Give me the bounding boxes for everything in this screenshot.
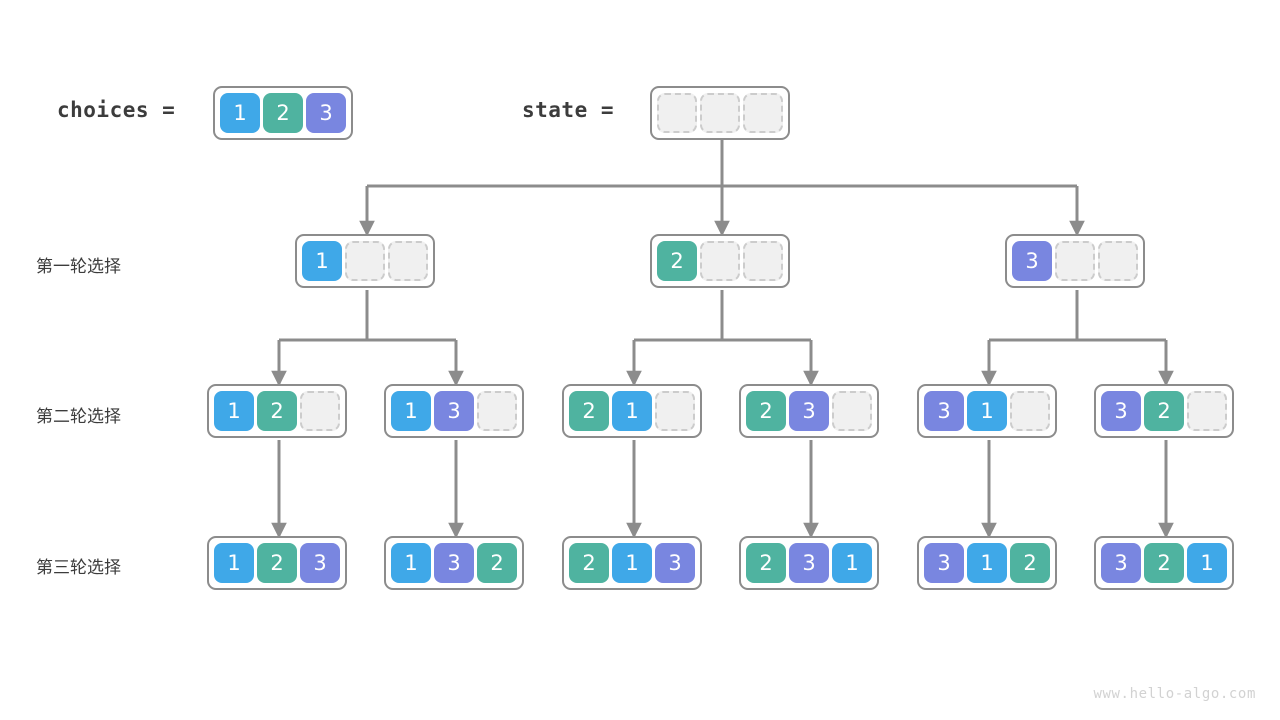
level3-node1-cell-3: 3 xyxy=(300,543,340,583)
level2-node3-cell-1: 2 xyxy=(569,391,609,431)
choices-label: choices = xyxy=(57,98,176,122)
level2-node4-cell-2: 3 xyxy=(789,391,829,431)
level3-node5-cell-1: 3 xyxy=(924,543,964,583)
level2-node2-cell-2: 3 xyxy=(434,391,474,431)
level1-node-3: 3 xyxy=(1005,234,1145,288)
level2-node3-cell-3 xyxy=(655,391,695,431)
level2-node6-cell-3 xyxy=(1187,391,1227,431)
level1-node2-cell-3 xyxy=(743,241,783,281)
level1-node1-cell-3 xyxy=(388,241,428,281)
state-cell-3 xyxy=(743,93,783,133)
level2-node5-cell-3 xyxy=(1010,391,1050,431)
level3-node6-cell-3: 1 xyxy=(1187,543,1227,583)
state-label: state = xyxy=(522,98,615,122)
level3-node2-cell-3: 2 xyxy=(477,543,517,583)
level3-node3-cell-2: 1 xyxy=(612,543,652,583)
watermark: www.hello-algo.com xyxy=(1093,686,1256,702)
level2-node1-cell-3 xyxy=(300,391,340,431)
choices-cell-1: 1 xyxy=(220,93,260,133)
level1-node2-cell-2 xyxy=(700,241,740,281)
level2-node6-cell-1: 3 xyxy=(1101,391,1141,431)
level2-node3-cell-2: 1 xyxy=(612,391,652,431)
level1-node-2: 2 xyxy=(650,234,790,288)
level2-node5-cell-1: 3 xyxy=(924,391,964,431)
level1-node3-cell-3 xyxy=(1098,241,1138,281)
level3-node4-cell-2: 3 xyxy=(789,543,829,583)
choices-cell-2: 2 xyxy=(263,93,303,133)
level3-node2-cell-1: 1 xyxy=(391,543,431,583)
level3-node5-cell-2: 1 xyxy=(967,543,1007,583)
level1-node1-cell-2 xyxy=(345,241,385,281)
level2-node1-cell-1: 1 xyxy=(214,391,254,431)
level2-node2-cell-1: 1 xyxy=(391,391,431,431)
state-cell-1 xyxy=(657,93,697,133)
choices-cell-3: 3 xyxy=(306,93,346,133)
level3-node1-cell-1: 1 xyxy=(214,543,254,583)
level2-node4-cell-1: 2 xyxy=(746,391,786,431)
level1-node3-cell-1: 3 xyxy=(1012,241,1052,281)
level2-node5-cell-2: 1 xyxy=(967,391,1007,431)
state-cell-2 xyxy=(700,93,740,133)
row-label-level-1: 第一轮选择 xyxy=(36,257,121,277)
level3-node4-cell-3: 1 xyxy=(832,543,872,583)
level2-node4-cell-3 xyxy=(832,391,872,431)
state-array xyxy=(650,86,790,140)
row-label-level-2: 第二轮选择 xyxy=(36,407,121,427)
level3-node3-cell-3: 3 xyxy=(655,543,695,583)
level1-node3-cell-2 xyxy=(1055,241,1095,281)
level1-node-1: 1 xyxy=(295,234,435,288)
level3-node6-cell-1: 3 xyxy=(1101,543,1141,583)
level3-node6-cell-2: 2 xyxy=(1144,543,1184,583)
level1-node2-cell-1: 2 xyxy=(657,241,697,281)
row-label-level-3: 第三轮选择 xyxy=(36,558,121,578)
level2-node6-cell-2: 2 xyxy=(1144,391,1184,431)
level3-node1-cell-2: 2 xyxy=(257,543,297,583)
level2-node2-cell-3 xyxy=(477,391,517,431)
level1-node1-cell-1: 1 xyxy=(302,241,342,281)
level3-node5-cell-3: 2 xyxy=(1010,543,1050,583)
level3-node2-cell-2: 3 xyxy=(434,543,474,583)
level2-node1-cell-2: 2 xyxy=(257,391,297,431)
level3-node4-cell-1: 2 xyxy=(746,543,786,583)
level3-node3-cell-1: 2 xyxy=(569,543,609,583)
